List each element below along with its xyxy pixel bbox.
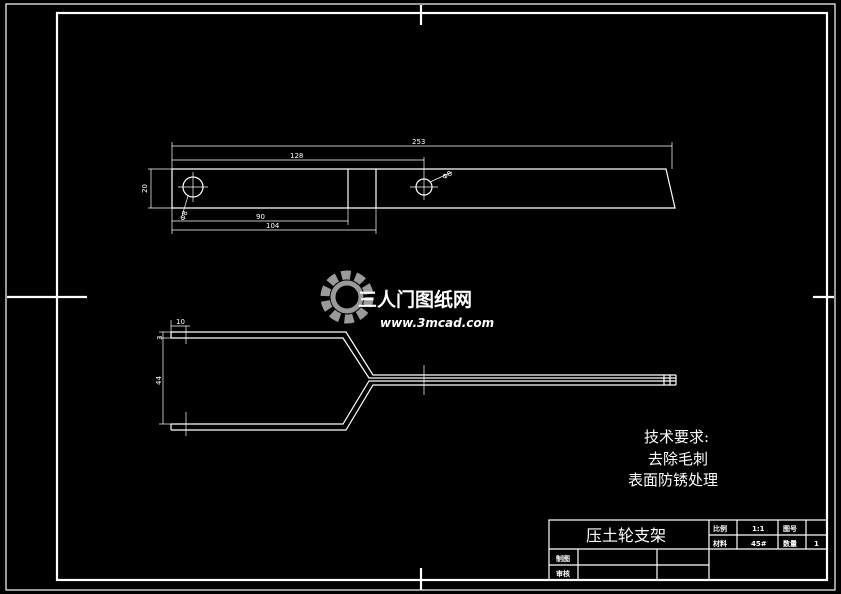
dim-slot-left: 90 [256, 213, 265, 221]
dim-overall-length: 253 [412, 138, 425, 146]
bar-outline [171, 168, 676, 209]
dim-side-offset: 10 [176, 318, 185, 326]
dim-height: 20 [141, 184, 149, 193]
scale-value: 1:1 [752, 525, 765, 533]
part-name: 压土轮支架 [586, 526, 666, 545]
notes-line1: 去除毛刺 [648, 450, 708, 468]
dim-slot-right: 104 [266, 222, 280, 230]
notes-title: 技术要求: [644, 428, 709, 446]
top-view: 253 128 20 Φ8 Φ8 90 104 [141, 138, 676, 234]
material-label: 材料 [712, 539, 727, 548]
watermark-brand: 三人门图纸网 [358, 288, 472, 311]
watermark: 三人门图纸网 www.3mcad.com [320, 270, 494, 330]
notes-line2: 表面防锈处理 [628, 471, 718, 489]
material-value: 45# [751, 540, 767, 548]
checked-label: 审核 [556, 569, 570, 578]
watermark-url: www.3mcad.com [380, 316, 494, 330]
gear-icon [320, 270, 374, 324]
technical-notes: 技术要求: 去除毛刺 表面防锈处理 [628, 428, 718, 489]
dim-hole-left: Φ8 [179, 210, 190, 222]
drawn-label: 制图 [556, 554, 570, 563]
dim-side-height: 44 [155, 376, 163, 385]
drawing-no-label: 图号 [783, 524, 797, 533]
front-view: 10 3 44 [155, 318, 677, 436]
title-block: 压土轮支架 比例 1:1 图号 材料 45# 数量 1 制图 审核 [548, 519, 828, 581]
dim-hole-right: Φ8 [441, 169, 454, 181]
qty-label: 数量 [783, 539, 797, 548]
dim-side-thickness: 3 [156, 336, 164, 340]
qty-value: 1 [814, 540, 819, 548]
dim-hole-position: 128 [290, 152, 303, 160]
scale-label: 比例 [713, 524, 727, 533]
